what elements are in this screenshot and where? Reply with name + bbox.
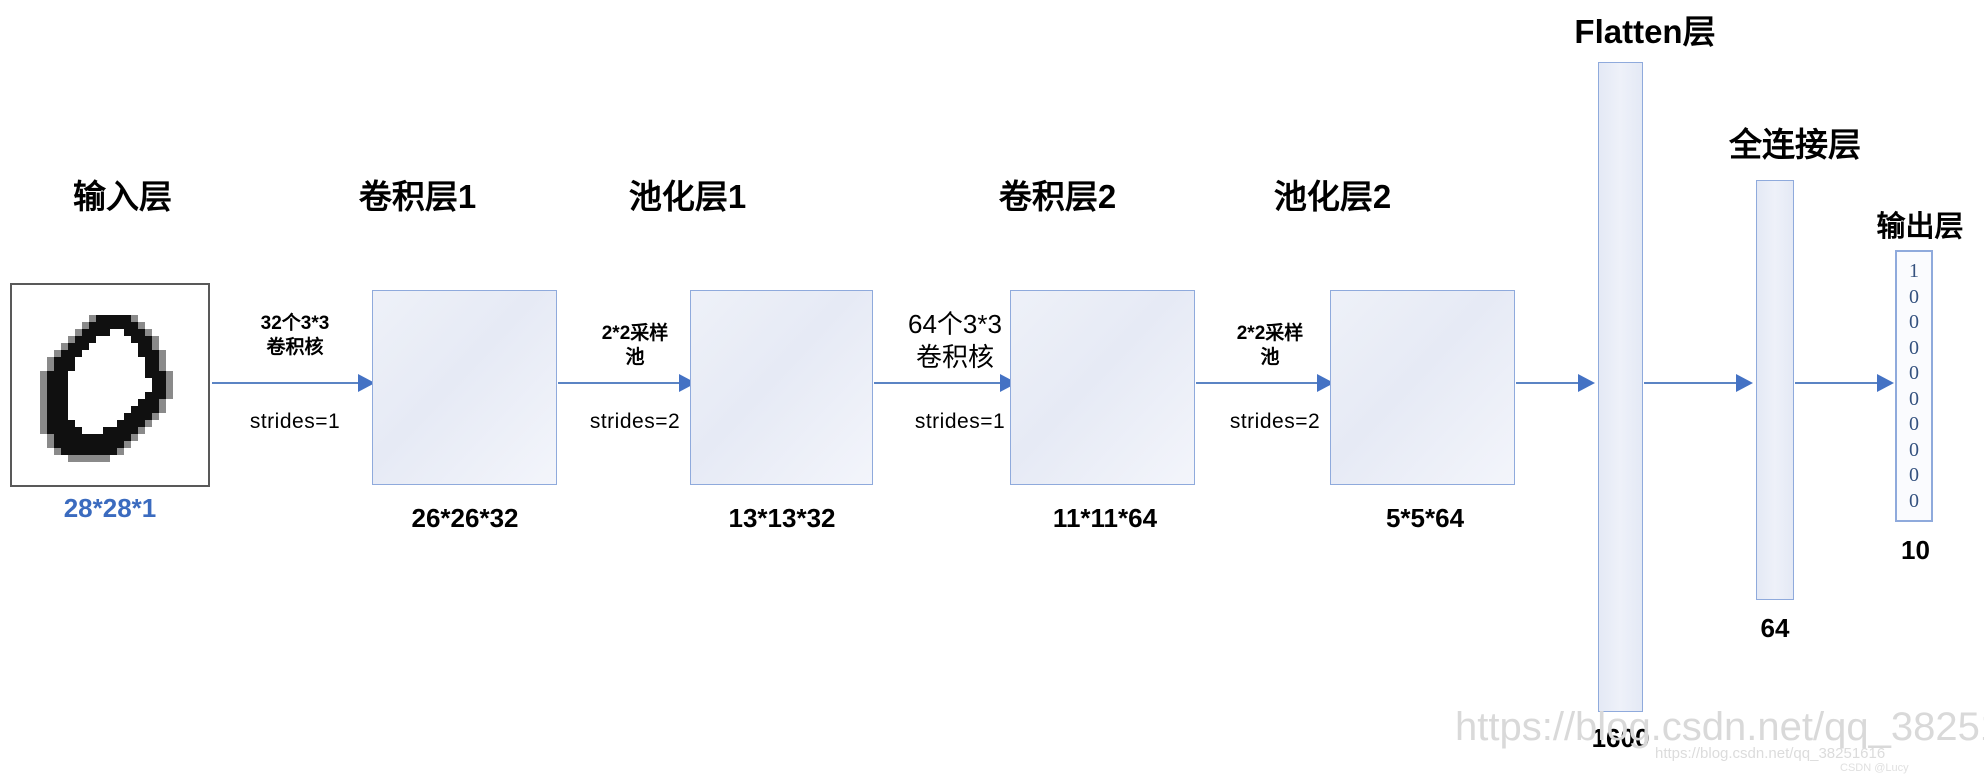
arrow1-top-line2: 卷积核 [266,336,324,358]
output-unit-4: 0 [1909,362,1919,385]
arrow-line-1 [212,382,362,384]
input-dim-label: 28*28*1 [63,493,157,523]
pool1-layer-title: 池化层1 [628,178,747,215]
dense-dim-label: 64 [1760,613,1790,643]
arrow-annotation-pool-1: 2*2采样 池 [565,322,705,370]
arrow4-top-line2: 池 [1260,346,1280,368]
conv2-dim-label: 11*11*64 [1052,503,1158,533]
watermark-url-small: https://blog.csdn.net/qq_38251616 [1655,745,1886,762]
arrow-line-7 [1795,382,1880,384]
output-unit-5: 0 [1909,387,1919,410]
arrow-line-4 [1196,382,1321,384]
arrow-head-1 [358,374,375,392]
arrow1-top-line1: 32个3*3 [260,313,330,334]
dense-layer-title: 全连接层 [1729,126,1861,163]
output-unit-0: 1 [1909,260,1919,283]
pool2-layer-title: 池化层2 [1273,178,1392,215]
output-unit-6: 0 [1909,413,1919,436]
input-layer-title: 输入层 [73,178,172,215]
output-unit-2: 0 [1909,311,1919,334]
conv2-layer-title: 卷积层2 [998,178,1117,215]
conv1-dim-label: 26*26*32 [411,503,519,533]
pool1-feature-map-box [690,290,873,485]
arrow3-strides-label: strides=1 [914,410,1006,433]
arrow4-strides-label: strides=2 [1229,410,1321,433]
pool2-dim-label: 5*5*64 [1385,503,1465,533]
conv1-layer-title: 卷积层1 [358,178,477,215]
arrow-line-2 [558,382,683,384]
dense-layer-slab [1756,180,1794,600]
arrow2-top-line1: 2*2采样 [601,323,669,344]
arrow-head-4 [1317,374,1334,392]
arrow-annotation-kernels-1: 32个3*3 卷积核 [225,312,365,360]
pool1-dim-label: 13*13*32 [728,503,836,533]
watermark-url-large: https://blog.csdn.net/qq_38251616 [1455,705,1984,749]
mnist-digit-zero-image [12,287,208,483]
arrow3-top-line1: 64个3*3 [908,309,1002,339]
input-image-box [10,283,210,487]
output-unit-1: 0 [1909,285,1919,308]
arrow1-strides-label: strides=1 [249,410,341,433]
arrow-head-5 [1578,374,1595,392]
pool2-feature-map-box [1330,290,1515,485]
arrow-head-6 [1736,374,1753,392]
arrow2-strides-label: strides=2 [589,410,681,433]
flatten-layer-title: Flatten层 [1574,13,1716,50]
output-unit-7: 0 [1909,438,1919,461]
arrow-annotation-kernels-2: 64个3*3 卷积核 [875,308,1035,373]
conv2-feature-map-box [1010,290,1195,485]
arrow4-top-line1: 2*2采样 [1236,323,1304,344]
arrow-head-7 [1877,374,1894,392]
output-unit-3: 0 [1909,336,1919,359]
conv1-feature-map-box [372,290,557,485]
arrow2-top-line2: 池 [625,346,645,368]
arrow3-top-line2: 卷积核 [915,341,994,372]
arrow-line-3 [874,382,1004,384]
output-unit-9: 0 [1909,489,1919,512]
arrow-line-5 [1516,382,1581,384]
flatten-layer-slab [1598,62,1643,712]
flatten-dim-label: 1600 [1591,723,1650,753]
output-unit-8: 0 [1909,464,1919,487]
watermark-author: CSDN @Lucy [1840,762,1909,774]
arrow-annotation-pool-2: 2*2采样 池 [1200,322,1340,370]
arrow-line-6 [1644,382,1739,384]
output-layer-title: 输出层 [1876,211,1964,243]
output-dim-label: 10 [1901,535,1930,565]
